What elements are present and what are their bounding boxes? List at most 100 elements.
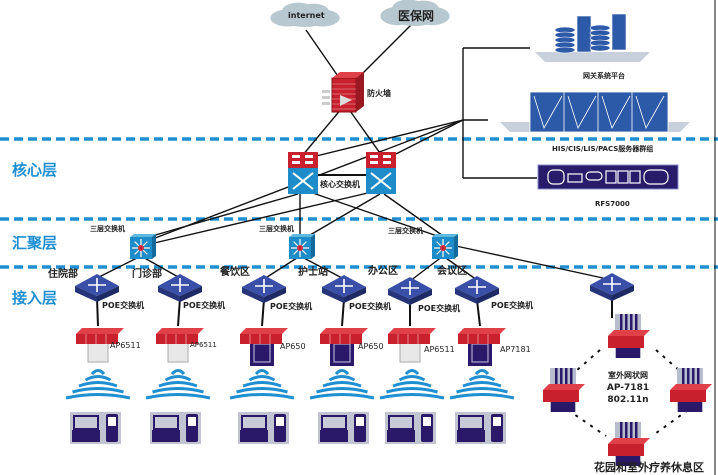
core1-server-link	[299, 119, 464, 161]
access-switch-arrows	[468, 280, 486, 294]
aggregation-access-link	[263, 255, 301, 280]
mesh-ap-antenna	[625, 422, 628, 448]
firewall-core2-link	[347, 107, 383, 157]
access-point-6-icon	[458, 328, 506, 366]
access-switch-3-icon	[242, 275, 286, 303]
firewall-speed-bar	[322, 102, 330, 105]
cluster-server	[529, 91, 567, 133]
laptop-screen	[460, 417, 482, 428]
access-switch-arrows	[603, 277, 621, 291]
gateway-tower	[611, 13, 627, 51]
access-switch-front	[158, 286, 180, 302]
layer-label-core: 核心层	[12, 161, 58, 179]
aggregation-switch-label-2: 三层交换机	[259, 225, 294, 233]
wifi-arc	[316, 387, 368, 394]
wifi-arc	[145, 393, 211, 400]
ap-label-3: AP650	[280, 342, 306, 351]
core-switch-2-icon	[366, 152, 396, 194]
mesh-ap-base	[551, 402, 575, 412]
gateway-disk	[589, 44, 611, 52]
access-switch-arrows	[401, 281, 419, 295]
access-switch-side	[264, 287, 286, 303]
aggregation-access-link	[409, 255, 444, 282]
firewall-core1-link	[301, 107, 343, 157]
laptop-keyboard	[387, 430, 415, 442]
wifi-arc	[309, 393, 375, 400]
aggregation-switch-1-icon	[130, 234, 156, 259]
firewall-label: 防火墙	[367, 89, 391, 98]
agg-switch-top	[130, 234, 156, 237]
core1-agg3-link	[303, 189, 444, 239]
laptop-keyboard	[457, 430, 485, 442]
internet-cloud-icon	[270, 2, 340, 27]
core-switch-port	[383, 155, 391, 158]
switch-ap-link	[177, 297, 181, 327]
aggregation-switch-2-icon	[289, 234, 315, 259]
access-point-5-icon	[388, 328, 436, 363]
core-switch-1-icon	[288, 152, 318, 194]
wifi-arc	[474, 369, 490, 376]
poe-switch-label-5: POE交换机	[418, 304, 461, 313]
wifi-arc	[170, 369, 186, 376]
core1-agg1-link	[144, 193, 299, 239]
switch-ap-link	[476, 299, 481, 327]
access-switch-arrows	[171, 278, 189, 292]
mesh-ap-antenna	[682, 368, 685, 394]
access-point-3-icon	[240, 328, 288, 366]
laptop-screen	[390, 417, 412, 428]
wifi-arc	[322, 381, 362, 388]
poe-switch-label-2: POE交换机	[183, 301, 226, 310]
poe-switch-label-6: POE交换机	[491, 301, 534, 310]
phone-screen	[276, 417, 284, 426]
mesh-model: AP-7181	[606, 383, 650, 393]
mesh-link	[651, 409, 689, 437]
mesh-ap-antenna	[560, 368, 563, 394]
wifi-arc	[248, 375, 276, 382]
wifi-arc	[158, 381, 198, 388]
mesh-ap-antenna	[620, 422, 623, 448]
mesh-standard: 802.11n	[607, 395, 649, 405]
rfs7000-port	[585, 171, 603, 181]
laptop-screen	[323, 417, 345, 428]
mesh-ap-top	[608, 330, 650, 336]
core2-server-link	[383, 119, 464, 161]
internet-firewall-link	[305, 29, 343, 83]
ap-label-5: AP6511	[424, 345, 455, 354]
wifi-arc	[462, 381, 502, 388]
access-switch-front	[242, 287, 264, 303]
mesh-ap-base	[616, 348, 640, 358]
core-switch-port	[370, 155, 378, 158]
outdoor-mesh-label: 室外网状网 AP-7181 802.11n	[598, 370, 658, 406]
rfs7000-port	[567, 173, 583, 183]
wifi-arc	[164, 375, 192, 382]
wifi-signal-2-icon	[145, 369, 211, 400]
mesh-link	[567, 409, 607, 437]
mesh-ap-front	[543, 390, 579, 402]
core-switch-top	[288, 152, 318, 168]
poe-switch-label-1: POE交换机	[102, 301, 145, 310]
client-devices-4-icon	[318, 412, 369, 444]
switch-ap-link	[341, 298, 345, 327]
aggregation-switch-3-icon	[432, 234, 458, 259]
switch-ap-link	[261, 298, 265, 327]
mesh-ap-antenna	[625, 314, 628, 340]
mesh-ap-top	[543, 384, 585, 390]
mesh-ap-top	[670, 384, 712, 390]
wifi-arc	[90, 369, 106, 376]
laptop-keyboard	[240, 430, 268, 442]
area-label-meeting: 会议区	[437, 266, 467, 277]
access-switch-arrows	[335, 279, 353, 293]
access-switch-front	[455, 288, 477, 304]
ap-mount-front	[388, 334, 430, 344]
cluster-server-panel	[533, 95, 563, 130]
ap-mount-top	[320, 328, 368, 334]
wifi-signal-6-icon	[449, 369, 515, 400]
aggregation-access-link	[299, 255, 345, 280]
area-label-office: 办公区	[368, 266, 398, 277]
rfs7000-port	[643, 169, 669, 185]
poe-switch-label-3: POE交换机	[270, 302, 313, 311]
core-switch-port	[292, 161, 300, 164]
aggregation-access-link	[442, 255, 478, 281]
aggregation-switch-label-1: 三层交换机	[90, 225, 125, 233]
poe-switch-label-4: POE交换机	[349, 302, 392, 311]
